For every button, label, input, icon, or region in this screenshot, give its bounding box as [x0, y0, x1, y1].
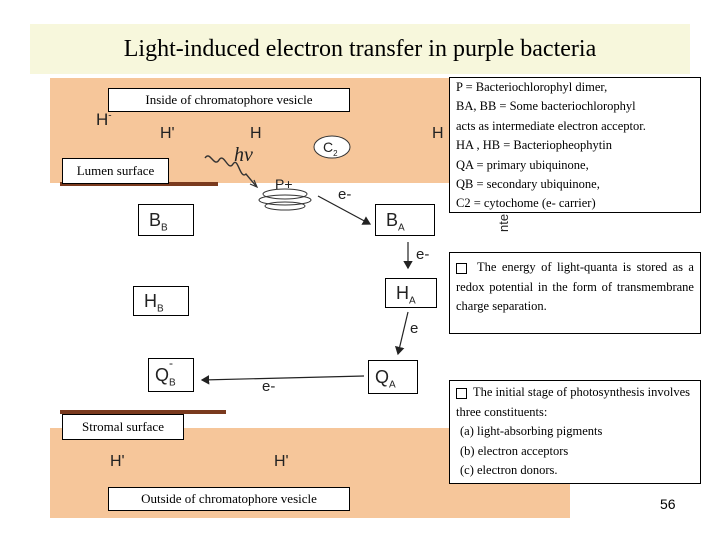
bb-sub: B — [161, 222, 168, 234]
stage-note-intro: The initial stage of photosynthesis invo… — [456, 385, 690, 419]
inside-vesicle-label: Inside of chromatophore vesicle — [108, 88, 350, 112]
title-bar: Light-induced electron transfer in purpl… — [30, 24, 690, 74]
c2-sub: 2 — [333, 148, 338, 158]
ha-main: H — [396, 283, 409, 303]
bb-main: B — [149, 210, 162, 230]
legend-line-1: P = Bacteriochlorophyl dimer, — [456, 80, 608, 94]
electron-label-1: e- — [338, 186, 352, 203]
stage-note-box: The initial stage of photosynthesis invo… — [449, 380, 701, 484]
ba-sub: A — [398, 222, 405, 234]
lumen-surface-text: Lumen surface — [76, 163, 155, 178]
stage-item-1: (a) light-absorbing pigments — [460, 424, 603, 438]
h-minus-text: H — [96, 110, 109, 129]
legend-line-3: acts as intermediate electron acceptor. — [456, 118, 646, 133]
ha-sub: A — [409, 295, 416, 307]
h-bottom-1: H' — [110, 453, 125, 470]
qb-main: Q — [155, 365, 170, 385]
c2-text: C — [323, 139, 334, 155]
qb-box: QB - — [148, 356, 194, 392]
qb-sub: B — [169, 377, 176, 389]
hb-sub: B — [157, 303, 164, 315]
stromal-membrane-line — [60, 410, 226, 414]
arrow-qa-to-qb — [200, 375, 365, 385]
qb-sup: - — [169, 356, 173, 370]
ba-main: B — [386, 210, 399, 230]
page-number: 56 — [660, 496, 676, 512]
bullet-icon — [456, 262, 467, 274]
h-top-2: H — [250, 125, 262, 142]
h-minus-sup: - — [108, 110, 112, 122]
hv-label: hν — [234, 144, 253, 166]
h-bottom-2: H' — [274, 453, 289, 470]
p-plus-label: P+ — [275, 176, 293, 192]
electron-label-2: e- — [416, 246, 430, 263]
stromal-surface-text: Stromal surface — [82, 419, 164, 434]
energy-note-text: The energy of light-quanta is stored as … — [456, 260, 694, 313]
stromal-surface-label: Stromal surface — [62, 414, 184, 440]
photon-wave-icon — [204, 155, 259, 189]
outside-vesicle-label: Outside of chromatophore vesicle — [108, 487, 350, 511]
bullet-icon — [456, 387, 467, 399]
ha-box: HA — [385, 278, 437, 308]
hb-main: H — [144, 291, 157, 311]
h-top-1: H' — [160, 125, 175, 142]
hb-box: HB — [133, 286, 189, 316]
electron-label-4: e- — [262, 378, 276, 395]
arrow-p-to-ba — [317, 195, 372, 225]
h-minus-label: H- — [96, 110, 112, 130]
lumen-surface-label: Lumen surface — [62, 158, 169, 184]
legend-box: P = Bacteriochlorophyl dimer, BA, BB = S… — [449, 77, 701, 213]
page-title: Light-induced electron transfer in purpl… — [123, 35, 597, 62]
c2-label: C2 — [323, 139, 338, 158]
bb-box: BB — [138, 204, 194, 236]
qa-main: Q — [375, 367, 390, 387]
legend-line-6: QB = secondary ubiquinone, — [456, 177, 600, 192]
outside-vesicle-text: Outside of chromatophore vesicle — [141, 491, 317, 506]
ba-box: BA — [375, 204, 435, 236]
lumen-membrane-line — [60, 182, 218, 186]
stage-item-2: (b) electron acceptors — [460, 443, 569, 458]
legend-line-2: BA, BB = Some bacteriochlorophyl — [456, 99, 636, 114]
legend-line-5: QA = primary ubiquinone, — [456, 157, 589, 172]
arrow-ha-to-qa — [394, 311, 409, 356]
electron-label-3: e — [410, 320, 419, 337]
qa-box: QA — [368, 360, 418, 394]
energy-note-box: The energy of light-quanta is stored as … — [449, 252, 701, 334]
qa-sub: A — [389, 379, 396, 391]
legend-line-4: HA , HB = Bacteriopheophytin — [456, 138, 612, 153]
p-plus-dimer-icon — [258, 188, 312, 211]
c2-ellipse — [313, 135, 351, 159]
h-top-3: H — [432, 125, 444, 142]
legend-line-7: C2 = cytochome (e- carrier) — [456, 196, 596, 211]
stage-item-3: (c) electron donors. — [460, 463, 558, 477]
inside-vesicle-text: Inside of chromatophore vesicle — [145, 92, 313, 107]
